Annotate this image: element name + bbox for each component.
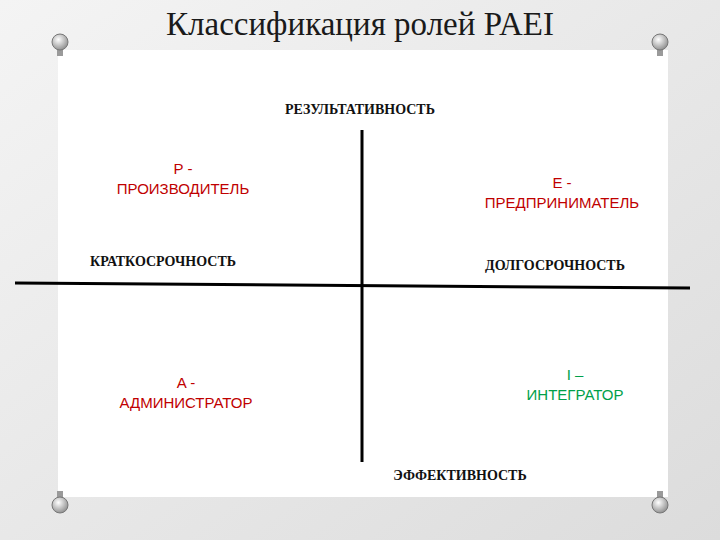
axis-label: ДОЛГОСРОЧНОСТЬ xyxy=(485,258,625,274)
pin xyxy=(52,491,68,513)
white-panel xyxy=(58,50,668,497)
vertical-axis xyxy=(361,130,364,462)
pin xyxy=(52,34,68,56)
pin xyxy=(652,491,668,513)
role-label: P - ПРОИЗВОДИТЕЛЬ xyxy=(114,159,253,198)
horizontal-axis xyxy=(15,283,690,288)
pin xyxy=(652,34,668,56)
slide-title: Классификация ролей PAEI xyxy=(166,6,554,43)
axis-label: ЭФФЕКТИВНОСТЬ xyxy=(393,468,526,484)
role-label: I – ИНТЕГРАТОР xyxy=(524,365,627,404)
axis-label: РЕЗУЛЬТАТИВНОСТЬ xyxy=(285,102,435,118)
role-label: A - АДМИНИСТРАТОР xyxy=(116,373,256,412)
axis-label: КРАТКОСРОЧНОСТЬ xyxy=(90,254,236,270)
role-label: E - ПРЕДПРИНИМАТЕЛЬ xyxy=(482,173,643,212)
